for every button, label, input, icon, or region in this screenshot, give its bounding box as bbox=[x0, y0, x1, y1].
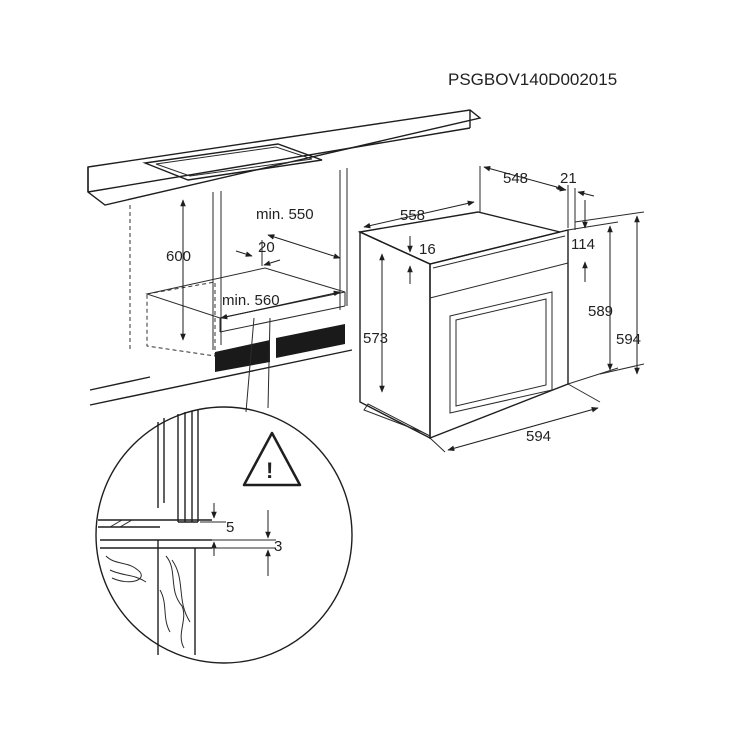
label-548: 548 bbox=[503, 170, 528, 187]
label-min-550: min. 550 bbox=[256, 206, 314, 223]
detail-cross-section bbox=[98, 410, 212, 655]
label-20: 20 bbox=[258, 239, 275, 256]
label-16: 16 bbox=[419, 241, 436, 258]
cabinet-outline bbox=[129, 168, 348, 357]
dimension-height-589 bbox=[567, 221, 619, 385]
label-114: 114 bbox=[571, 236, 595, 253]
label-5: 5 bbox=[226, 519, 234, 536]
label-min-560: min. 560 bbox=[222, 292, 280, 309]
detail-dimension-3 bbox=[212, 510, 276, 576]
dimension-height-594-vertical bbox=[574, 211, 645, 375]
detail-callout-lines bbox=[245, 317, 271, 413]
worktop bbox=[87, 109, 482, 206]
dimension-body-depth-558 bbox=[363, 200, 475, 229]
hob bbox=[142, 143, 323, 181]
dimension-width-594-horizontal bbox=[429, 383, 601, 453]
label-21: 21 bbox=[560, 170, 577, 187]
dimension-depth-548 bbox=[479, 165, 569, 228]
floor-line bbox=[89, 349, 353, 406]
label-594-horizontal: 594 bbox=[526, 428, 551, 445]
dimension-depth-min-550 bbox=[267, 234, 341, 259]
warning-mark: ! bbox=[266, 458, 273, 483]
dimension-gap-20 bbox=[235, 240, 281, 266]
label-600: 600 bbox=[166, 248, 191, 265]
warning-triangle-icon bbox=[242, 431, 302, 487]
plinth-vent bbox=[215, 324, 345, 372]
label-558: 558 bbox=[400, 207, 425, 224]
label-573: 573 bbox=[363, 330, 388, 347]
label-594-vertical: 594 bbox=[616, 331, 641, 348]
label-3: 3 bbox=[274, 538, 282, 555]
dimension-front-21 bbox=[555, 186, 595, 230]
label-589: 589 bbox=[588, 303, 613, 320]
dimension-width-min-560 bbox=[220, 290, 341, 320]
oven-body bbox=[357, 211, 569, 440]
detail-circle bbox=[95, 406, 353, 664]
document-code: PSGBOV140D002015 bbox=[448, 70, 617, 89]
